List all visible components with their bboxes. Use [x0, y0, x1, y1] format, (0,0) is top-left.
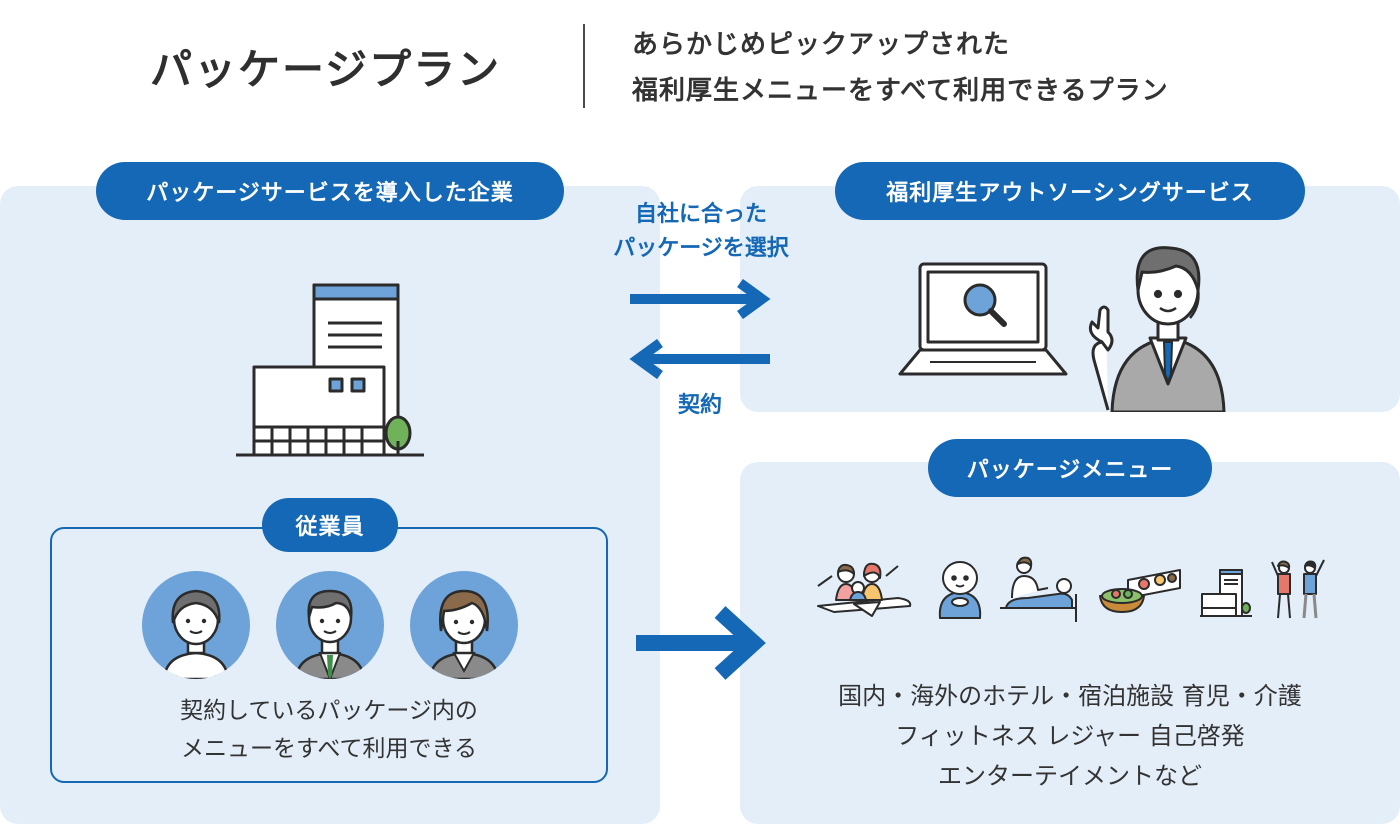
outsourcing-pill: 福利厚生アウトソーシングサービス: [835, 162, 1305, 220]
header-divider: [583, 24, 585, 108]
arrow-right-icon: [628, 279, 774, 319]
select-package-label-line2: パッケージを選択: [613, 236, 789, 261]
laptop-search-icon: [896, 258, 1070, 382]
nursing-care-icon: [998, 554, 1082, 624]
menu-text-line2: フィットネス レジャー 自己啓発: [895, 722, 1245, 750]
subtitle-line2: 福利厚生メニューをすべて利用できるプラン: [632, 76, 1169, 106]
female-employee-icon: [142, 571, 250, 679]
subtitle-line1: あらかじめピックアップされた: [632, 30, 1011, 60]
childcare-icon: [934, 558, 986, 620]
arrow-left-icon: [626, 339, 772, 379]
travel-icon: [814, 556, 914, 620]
select-package-label: 自社に合った パッケージを選択: [596, 198, 806, 266]
select-package-label-line1: 自社に合った: [634, 202, 767, 227]
employees-text: 契約しているパッケージ内の メニューをすべて利用できる: [50, 692, 608, 768]
menu-pill: パッケージメニュー: [928, 439, 1212, 497]
fitness-icon: [1268, 554, 1332, 622]
employees-pill: 従業員: [262, 498, 398, 552]
menu-text-line1: 国内・海外のホテル・宿泊施設 育児・介護: [838, 682, 1302, 710]
menu-text-line3: エンターテイメントなど: [938, 762, 1202, 790]
big-arrow-right-icon: [634, 606, 766, 680]
female-suit-employee-icon: [410, 571, 518, 679]
menu-panel: [740, 462, 1400, 824]
office-building-icon: [232, 275, 432, 465]
employees-text-line1: 契約しているパッケージ内の: [180, 698, 478, 724]
support-staff-icon: [1072, 234, 1234, 412]
employees-text-line2: メニューをすべて利用できる: [180, 736, 477, 762]
male-employee-icon: [276, 571, 384, 679]
meal-icon: [1098, 566, 1182, 616]
outsourcing-panel: [740, 186, 1400, 412]
page-title: パッケージプラン: [150, 45, 502, 94]
hotel-icon: [1198, 566, 1254, 620]
menu-description: 国内・海外のホテル・宿泊施設 育児・介護 フィットネス レジャー 自己啓発 エン…: [740, 676, 1400, 796]
company-pill: パッケージサービスを導入した企業: [96, 162, 564, 220]
contract-label: 契約: [677, 393, 722, 418]
